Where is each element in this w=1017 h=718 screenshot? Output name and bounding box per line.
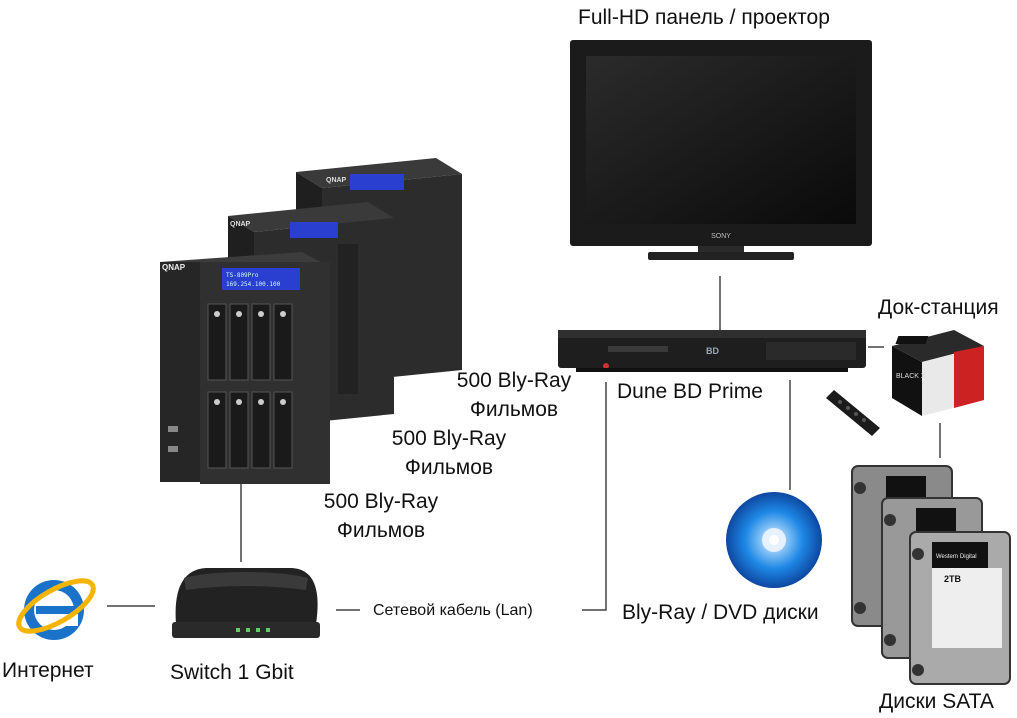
nas-label-3b: Фильмов	[336, 519, 426, 542]
switch-label: Switch 1 Gbit	[170, 661, 294, 684]
svg-text:QNAP: QNAP	[230, 221, 251, 228]
media-player: BD	[558, 330, 866, 372]
bluray-disc	[726, 492, 822, 588]
svg-text:BD: BD	[706, 346, 719, 356]
discs-label: Bly-Ray / DVD диски	[622, 601, 819, 624]
internet-label: Интернет	[2, 659, 94, 682]
network-switch	[172, 568, 320, 638]
player-label: Dune BD Prime	[617, 380, 763, 403]
svg-text:QNAP: QNAP	[326, 177, 347, 184]
dock-station: BLACK X	[892, 330, 984, 416]
svg-text:169.254.100.100: 169.254.100.100	[226, 281, 281, 288]
nas-label-1b: Фильмов	[469, 398, 559, 421]
internet-explorer-icon	[16, 578, 96, 640]
tv-brand-text: SONY	[711, 233, 731, 240]
nas-label-2: 500 Bly-Ray	[391, 427, 507, 450]
nas-label-2b: Фильмов	[404, 456, 494, 479]
hdd-capacity-text: 2TB	[944, 574, 962, 584]
svg-text:TS-809Pro: TS-809Pro	[226, 272, 259, 279]
nas-unit-front: QNAP TS-809Pro 169.254.100.100	[160, 252, 330, 484]
tv-panel: SONY	[570, 40, 872, 260]
sata-drives: Western Digital 2TB	[851, 465, 1011, 685]
dock-label: Док-станция	[878, 296, 999, 319]
dock-brand-text: BLACK X	[896, 373, 926, 380]
sata-label: Диски SATA	[879, 690, 994, 713]
remote-control	[826, 390, 880, 436]
lan-cable-label: Сетевой кабель (Lan)	[373, 602, 533, 619]
nas-label-1: 500 Bly-Ray	[456, 369, 572, 392]
nas-brand-text: QNAP	[162, 263, 186, 272]
wire-lan	[582, 382, 607, 611]
tv-label: Full-HD панель / проектор	[578, 6, 830, 29]
hdd-brand-text: Western Digital	[936, 554, 977, 560]
nas-label-3: 500 Bly-Ray	[323, 490, 439, 513]
